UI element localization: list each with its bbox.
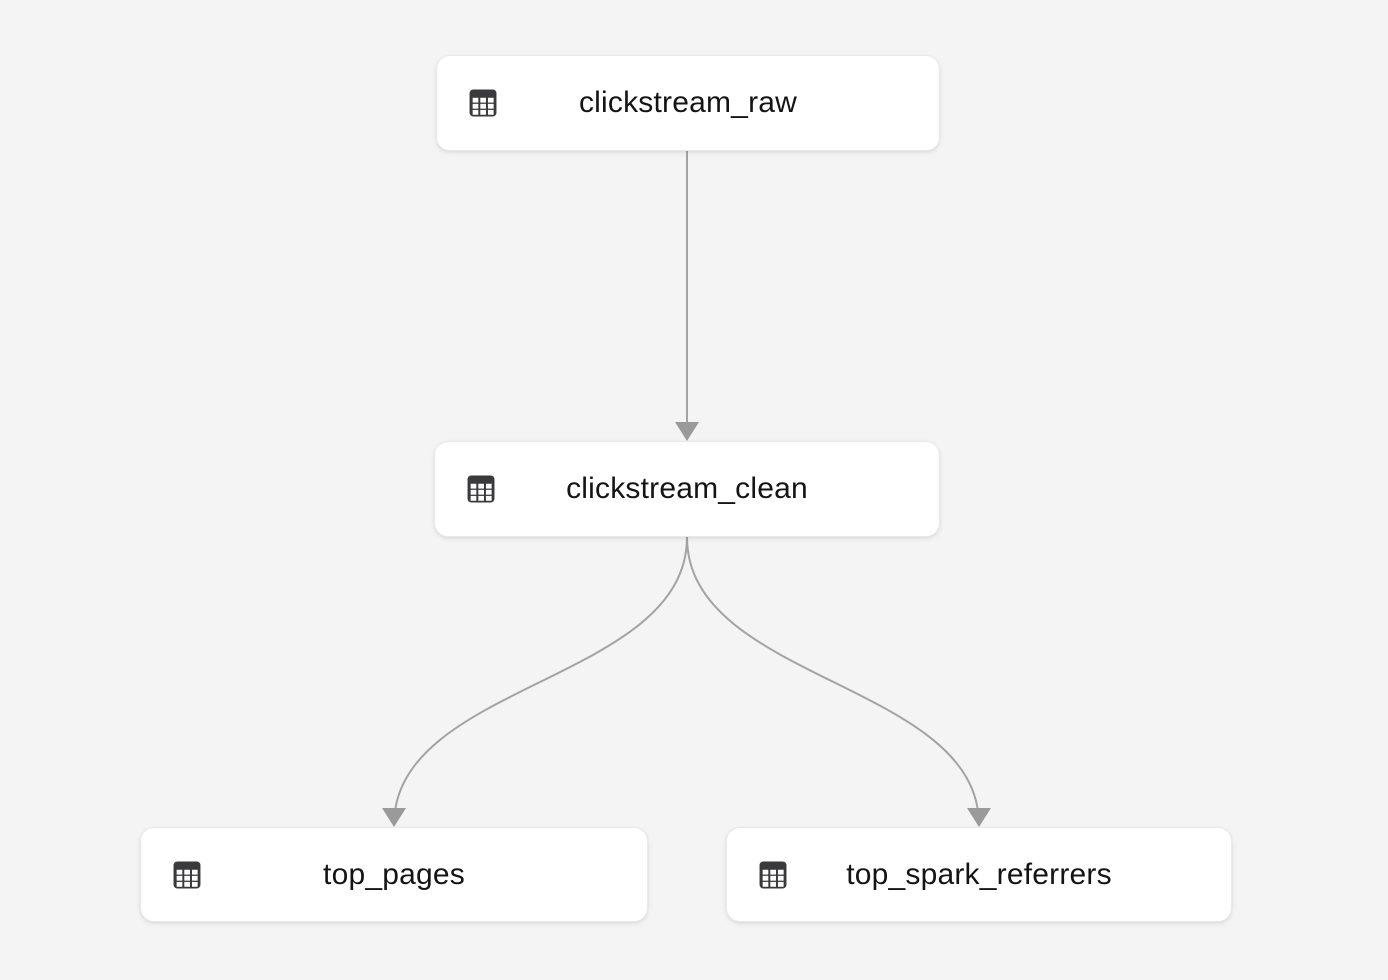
node-label: clickstream_clean xyxy=(566,472,808,505)
edge-arrowhead-icon xyxy=(675,422,699,441)
edge-clickstream-clean-to-top-pages xyxy=(393,536,688,826)
node-clickstream-raw[interactable]: clickstream_raw xyxy=(436,55,940,151)
edge-clickstream-clean-to-top-spark-referrers xyxy=(686,536,980,826)
table-icon xyxy=(170,858,204,892)
table-icon xyxy=(464,472,498,506)
table-icon xyxy=(466,86,500,120)
node-top-pages[interactable]: top_pages xyxy=(140,827,648,922)
node-label: clickstream_raw xyxy=(578,86,798,119)
node-clickstream-clean[interactable]: clickstream_clean xyxy=(434,441,940,537)
node-label: top_spark_referrers xyxy=(846,857,1112,891)
edge-arrowhead-icon xyxy=(382,808,406,827)
edge-arrowhead-icon xyxy=(967,808,991,827)
node-top-spark-referrers[interactable]: top_spark_referrers xyxy=(726,827,1232,922)
table-icon xyxy=(756,858,790,892)
node-label: top_pages xyxy=(323,857,465,891)
